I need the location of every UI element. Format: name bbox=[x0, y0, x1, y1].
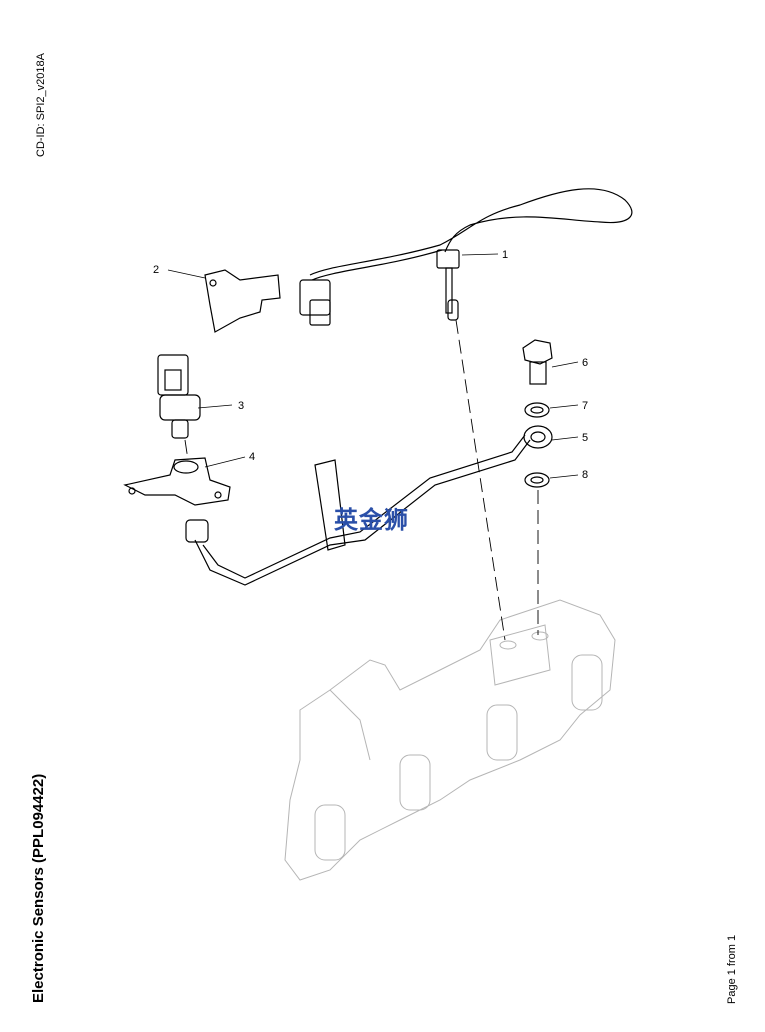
bracket-part-4 bbox=[123, 457, 231, 506]
exhaust-manifold bbox=[284, 599, 616, 881]
washer-part-8 bbox=[524, 472, 550, 488]
callout-1: 1 bbox=[502, 249, 508, 261]
callout-2: 2 bbox=[153, 264, 159, 276]
banjo-bolt-part-6 bbox=[522, 339, 553, 385]
watermark-logo: 英金狮 bbox=[334, 506, 409, 534]
callout-5: 5 bbox=[582, 432, 588, 444]
pipe-part-5 bbox=[185, 425, 553, 586]
callout-7: 7 bbox=[582, 400, 588, 412]
washer-part-7 bbox=[524, 402, 550, 418]
callout-8: 8 bbox=[582, 469, 588, 481]
callout-leaders bbox=[167, 253, 579, 479]
callout-3: 3 bbox=[238, 400, 244, 412]
callout-6: 6 bbox=[582, 357, 588, 369]
pressure-sensor-part-3 bbox=[157, 354, 201, 439]
bracket-part-2 bbox=[204, 269, 281, 333]
alignment-lines bbox=[184, 319, 539, 641]
sensor-harness bbox=[299, 188, 633, 326]
callout-4: 4 bbox=[249, 451, 255, 463]
